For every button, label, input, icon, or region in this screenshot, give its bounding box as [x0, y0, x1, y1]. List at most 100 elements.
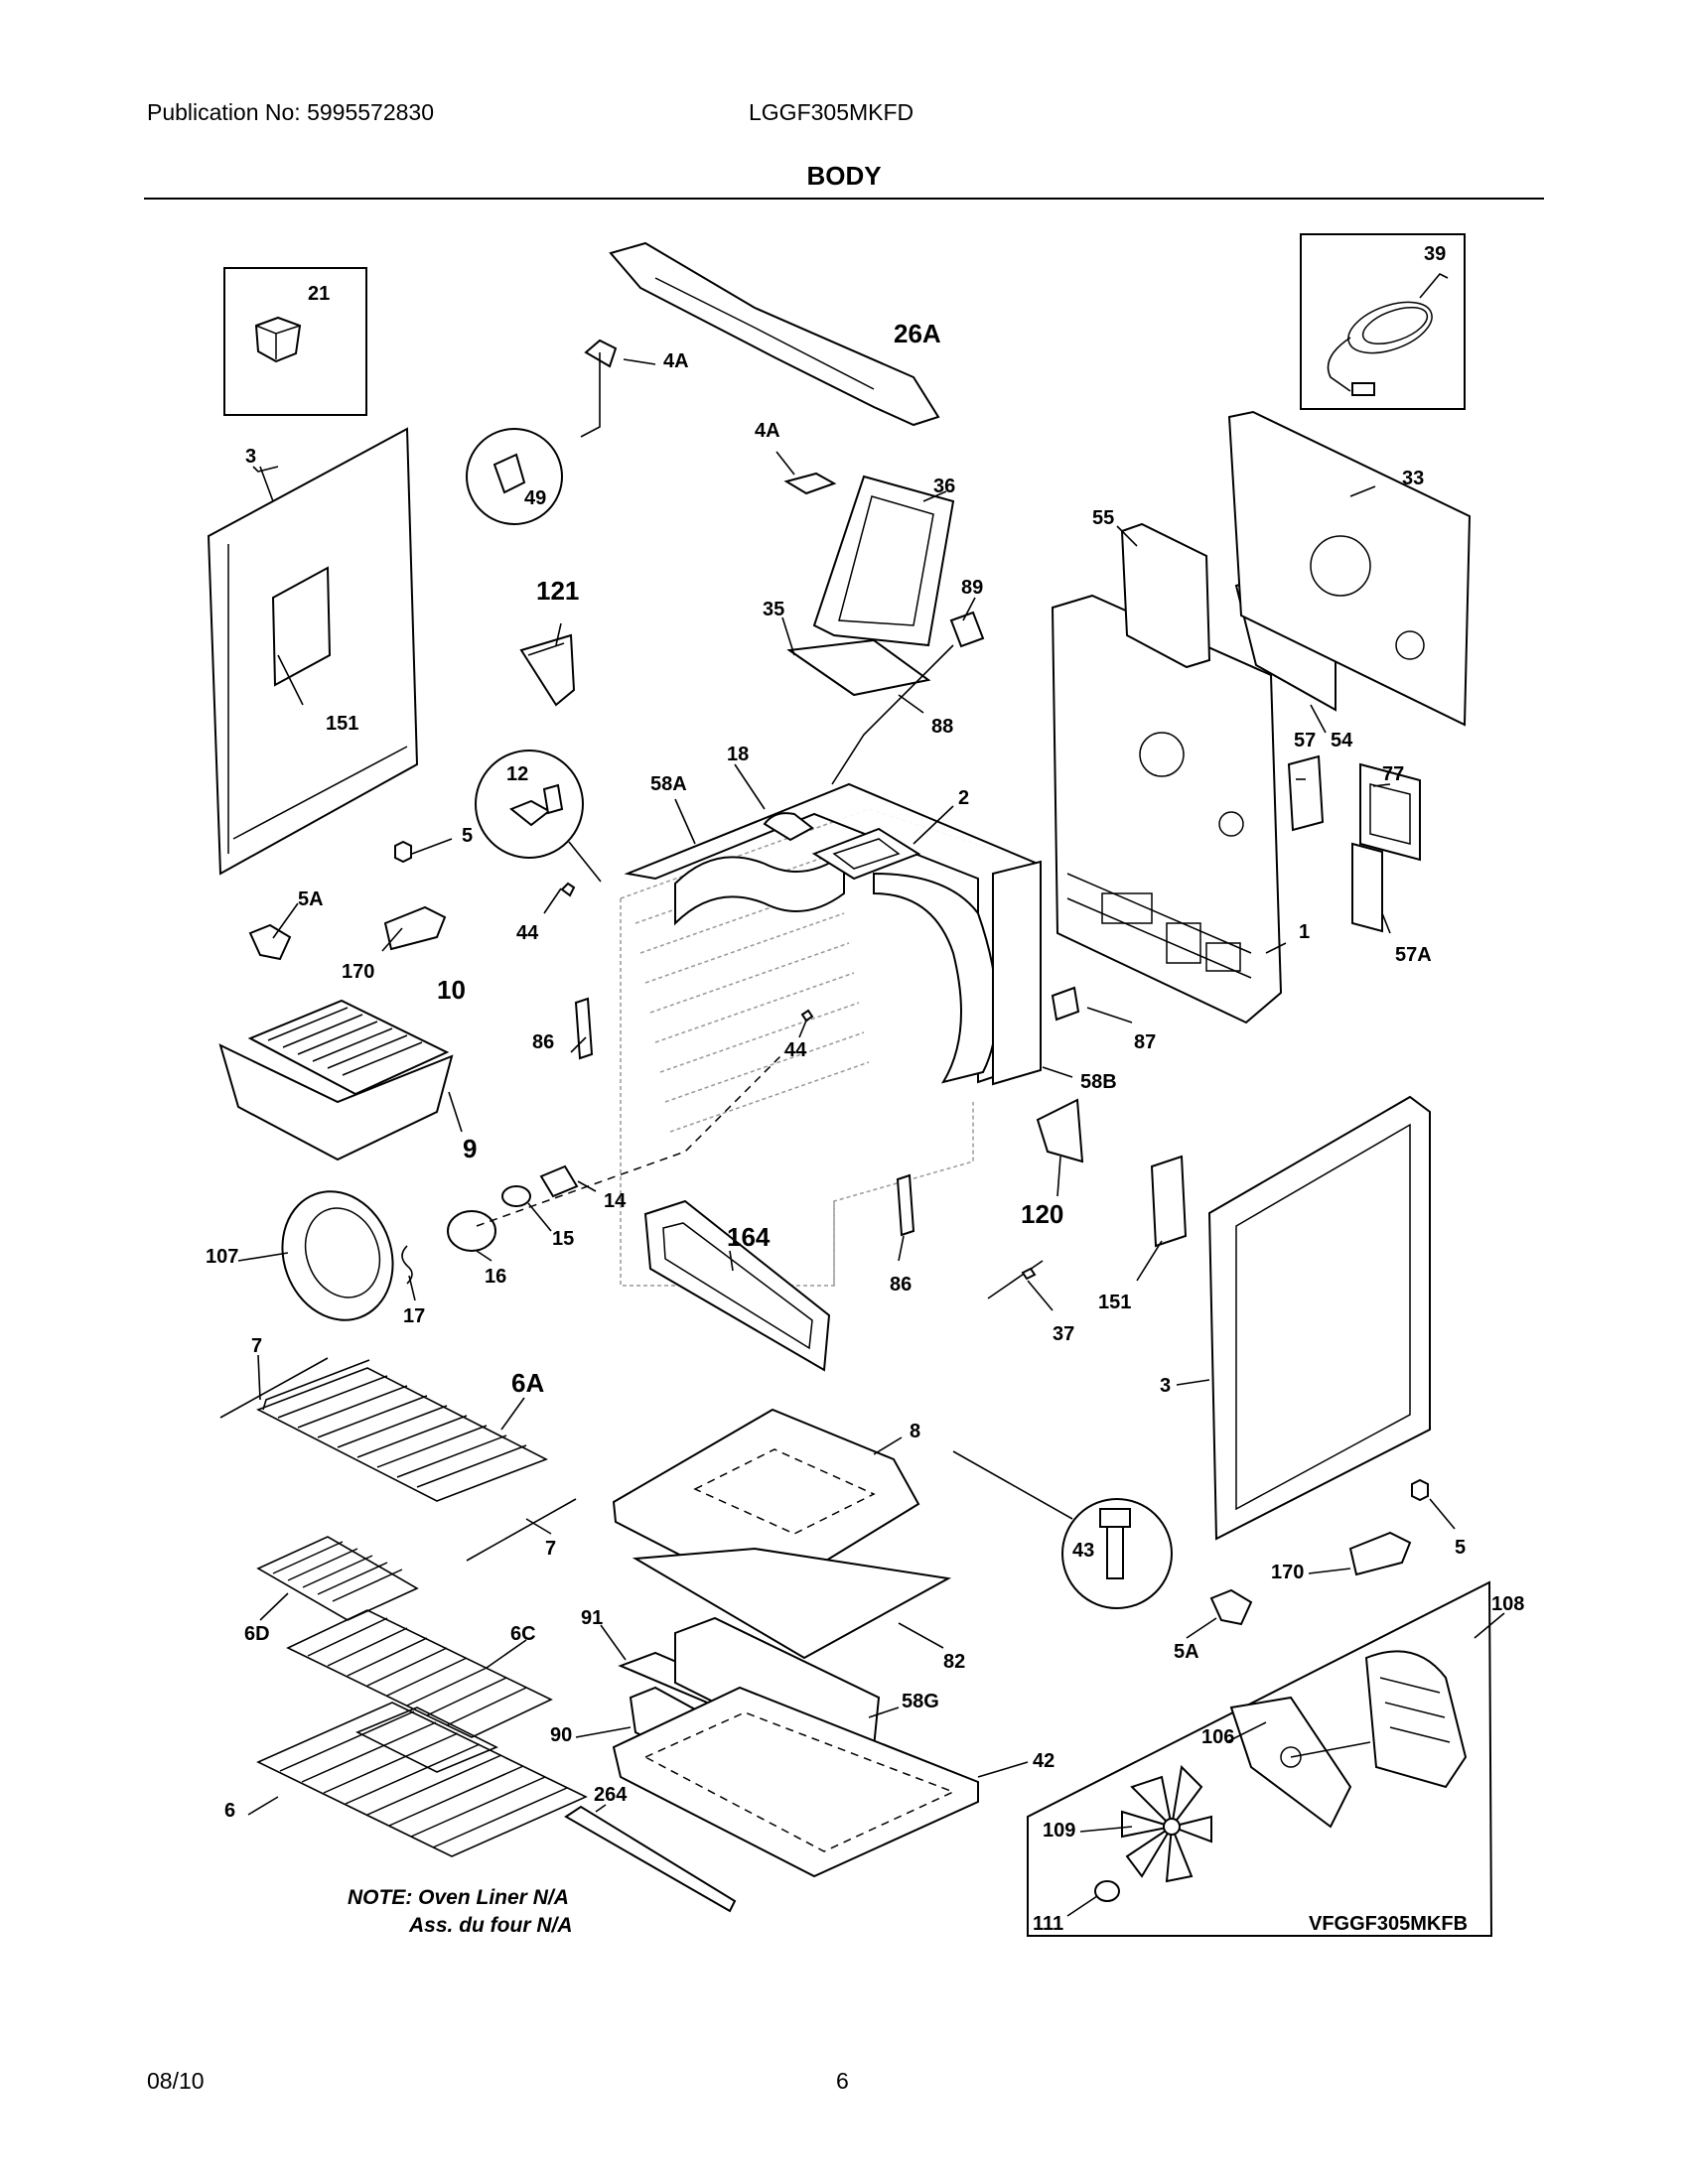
- callout-14: 14: [604, 1190, 627, 1212]
- callout-44-left: 44: [516, 922, 539, 944]
- part-44-screw-mid: [800, 1009, 814, 1023]
- callout-6D: 6D: [244, 1623, 270, 1645]
- callout-44-mid: 44: [784, 1039, 807, 1061]
- header-rule: [144, 198, 1544, 200]
- part-5A-clip-right: [1209, 1588, 1253, 1626]
- part-6C-rack: [286, 1609, 553, 1738]
- callout-5A-left: 5A: [298, 888, 324, 910]
- part-106-bracket: [1229, 1696, 1371, 1829]
- callout-37: 37: [1053, 1323, 1074, 1345]
- part-37-wire: [987, 1260, 1044, 1299]
- callout-2: 2: [958, 787, 969, 809]
- callout-3-left: 3: [245, 446, 256, 468]
- leader-43: [952, 1450, 1073, 1520]
- inset-box-39: [1300, 233, 1466, 410]
- part-16-lens: [447, 1210, 496, 1252]
- part-49-clip: [492, 453, 526, 494]
- callout-9: 9: [463, 1134, 477, 1163]
- part-3-right-side-panel: [1207, 1095, 1431, 1541]
- part-164-frame: [643, 1199, 831, 1372]
- part-6D-rack: [256, 1536, 419, 1621]
- callout-111: 111: [1033, 1913, 1063, 1935]
- callout-16: 16: [485, 1266, 506, 1288]
- part-55-panel: [1120, 522, 1211, 669]
- callout-151-right: 151: [1098, 1292, 1131, 1313]
- part-6-rack: [256, 1702, 588, 1857]
- callout-4A-top: 4A: [663, 350, 689, 372]
- part-58A-insulation: [624, 782, 1039, 1084]
- inset-code: VFGGF305MKFB: [1309, 1913, 1468, 1935]
- part-121-bracket: [519, 633, 576, 707]
- callout-labels: 21 26A 4A 4A 39 49 3 151 36 33 55 121 35…: [206, 243, 1524, 1935]
- part-14-socket: [539, 1164, 579, 1198]
- callout-7-bottom: 7: [545, 1538, 556, 1560]
- part-107-fan-cover: [281, 1190, 394, 1321]
- callout-170-left: 170: [342, 961, 374, 983]
- callout-91: 91: [581, 1607, 603, 1629]
- part-264-bracket: [564, 1805, 737, 1913]
- callout-26A: 26A: [894, 319, 941, 348]
- part-86-hinge-left: [574, 997, 594, 1060]
- note-line-1: NOTE: Oven Liner N/A: [348, 1886, 569, 1909]
- callout-89: 89: [961, 577, 983, 599]
- callout-42: 42: [1033, 1750, 1055, 1772]
- part-87-bracket: [1051, 986, 1080, 1022]
- callout-58A: 58A: [650, 773, 687, 795]
- part-5A-clip-left: [248, 923, 292, 961]
- callout-6: 6: [224, 1800, 235, 1822]
- part-57A-plate: [1351, 842, 1383, 933]
- callout-10: 10: [437, 975, 466, 1005]
- part-44-screw-left: [560, 882, 576, 897]
- part-12-socket: [509, 783, 564, 827]
- callout-120: 120: [1021, 1199, 1063, 1229]
- callout-7-top: 7: [251, 1335, 262, 1357]
- callout-86-right: 86: [890, 1274, 912, 1296]
- callout-17: 17: [403, 1305, 425, 1327]
- part-26A-bracket: [609, 241, 940, 427]
- section-title: BODY: [806, 161, 882, 191]
- part-109-fan-blade: [1121, 1764, 1212, 1883]
- callout-15: 15: [552, 1228, 574, 1250]
- footer-page-number: 6: [836, 2068, 849, 2094]
- callout-121: 121: [536, 576, 579, 606]
- part-120-bracket: [1036, 1098, 1084, 1163]
- part-170-bracket-right: [1348, 1531, 1412, 1576]
- callout-106: 106: [1201, 1726, 1234, 1748]
- assembly-line-light: [476, 1051, 785, 1227]
- part-2-vent: [811, 827, 921, 881]
- part-9-broiler-pan: [218, 1043, 454, 1161]
- leader-12: [568, 841, 602, 883]
- part-5-screw-left: [394, 840, 412, 864]
- callout-5-right: 5: [1455, 1537, 1466, 1559]
- model-number: LGGF305MKFD: [749, 99, 914, 125]
- callout-107: 107: [206, 1246, 238, 1268]
- callout-43: 43: [1072, 1540, 1094, 1562]
- part-86-hinge-right: [896, 1173, 915, 1237]
- part-33-rear-panel: [1227, 410, 1472, 727]
- callout-3-right: 3: [1160, 1375, 1171, 1397]
- part-18-sensor: [763, 812, 814, 842]
- part-39-power-cord: [1327, 273, 1449, 396]
- part-15-bulb: [501, 1185, 531, 1207]
- part-82-heat-shield: [632, 1547, 952, 1660]
- publication-number: Publication No: 5995572830: [147, 99, 435, 125]
- part-58B-insulation: [992, 860, 1042, 1086]
- part-77-cover: [1359, 762, 1421, 862]
- part-4A-top: [580, 339, 618, 438]
- callout-35: 35: [763, 599, 784, 620]
- part-108-motor: [1364, 1650, 1468, 1789]
- callout-86-left: 86: [532, 1031, 554, 1053]
- callout-88: 88: [931, 716, 953, 738]
- callout-4A-mid: 4A: [755, 420, 780, 442]
- part-10-broiler-grid: [247, 999, 450, 1096]
- part-151-right-hinge-bracket: [1150, 1155, 1188, 1248]
- part-43-bolt: [1099, 1508, 1131, 1579]
- callout-6A: 6A: [511, 1368, 544, 1398]
- callout-6C: 6C: [510, 1623, 536, 1645]
- callout-170-right: 170: [1271, 1562, 1304, 1583]
- part-89-switch: [831, 611, 985, 785]
- callout-109: 109: [1043, 1820, 1075, 1842]
- part-1-back-panel: [1051, 594, 1283, 1024]
- callout-151-left: 151: [326, 713, 358, 735]
